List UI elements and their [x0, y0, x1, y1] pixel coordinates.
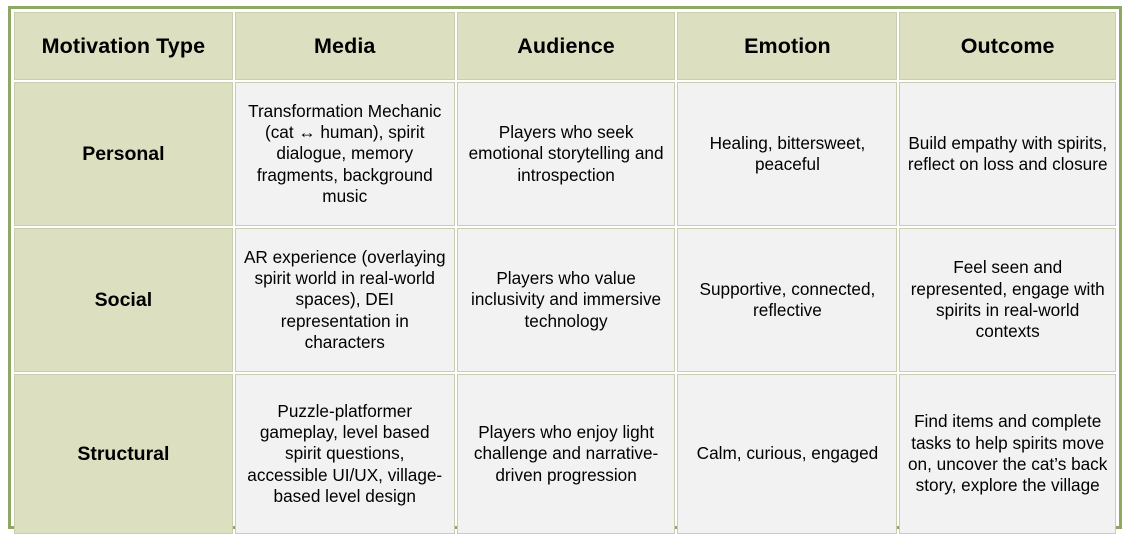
column-header-label: Audience: [517, 33, 615, 58]
table-row: Personal Transformation Mechanic (cat ↔ …: [14, 82, 1116, 226]
cell-outcome: Find items and complete tasks to help sp…: [899, 374, 1116, 534]
cell-outcome: Feel seen and represented, engage with s…: [899, 228, 1116, 372]
cell-value: Players who seek emotional storytelling …: [468, 122, 664, 185]
cell-value: Calm, curious, engaged: [696, 443, 879, 464]
cell-motivation-type: Structural: [14, 374, 233, 534]
category-label: Social: [94, 288, 153, 311]
table-header: Motivation Type Media Audience Emotion O…: [14, 12, 1116, 80]
table-row: Social AR experience (overlaying spirit …: [14, 228, 1116, 372]
column-header-label: Emotion: [744, 33, 831, 58]
cell-emotion: Supportive, connected, reflective: [677, 228, 898, 372]
column-header-audience: Audience: [456, 12, 676, 80]
cell-value: Players who value inclusivity and immers…: [471, 268, 662, 331]
table-row: Structural Puzzle-platformer gameplay, l…: [14, 374, 1116, 534]
column-header-outcome: Outcome: [899, 12, 1116, 80]
cell-value: Transformation Mechanic (cat ↔ human), s…: [248, 100, 442, 206]
cell-value: Healing, bittersweet, peaceful: [709, 132, 866, 174]
column-header-label: Motivation Type: [41, 33, 206, 58]
cell-audience: Players who seek emotional storytelling …: [456, 82, 676, 226]
motivation-type-table-container: Motivation Type Media Audience Emotion O…: [8, 6, 1122, 534]
cell-emotion: Healing, bittersweet, peaceful: [677, 82, 898, 226]
cell-motivation-type: Social: [14, 228, 233, 372]
cell-value: Players who enjoy light challenge and na…: [473, 422, 659, 485]
table-body: Personal Transformation Mechanic (cat ↔ …: [14, 82, 1116, 534]
cell-audience: Players who value inclusivity and immers…: [456, 228, 676, 372]
cell-value: AR experience (overlaying spirit world i…: [243, 246, 446, 352]
table-header-row: Motivation Type Media Audience Emotion O…: [14, 12, 1116, 80]
column-header-media: Media: [234, 12, 455, 80]
cell-media: AR experience (overlaying spirit world i…: [234, 228, 455, 372]
column-header-emotion: Emotion: [677, 12, 898, 80]
category-label: Structural: [77, 442, 170, 465]
cell-value: Build empathy with spirits, reflect on l…: [907, 132, 1108, 174]
column-header-label: Media: [314, 33, 376, 58]
cell-value: Supportive, connected, reflective: [699, 278, 876, 320]
cell-outcome: Build empathy with spirits, reflect on l…: [899, 82, 1116, 226]
motivation-type-table: Motivation Type Media Audience Emotion O…: [12, 10, 1118, 536]
cell-media: Transformation Mechanic (cat ↔ human), s…: [234, 82, 455, 226]
column-header-label: Outcome: [960, 33, 1055, 58]
column-header-motivation-type: Motivation Type: [14, 12, 233, 80]
cell-value: Feel seen and represented, engage with s…: [910, 257, 1105, 342]
cell-value: Puzzle-platformer gameplay, level based …: [247, 400, 443, 506]
cell-emotion: Calm, curious, engaged: [677, 374, 898, 534]
cell-value: Find items and complete tasks to help sp…: [908, 411, 1108, 496]
cell-audience: Players who enjoy light challenge and na…: [456, 374, 676, 534]
category-label: Personal: [82, 142, 165, 165]
cell-media: Puzzle-platformer gameplay, level based …: [234, 374, 455, 534]
cell-motivation-type: Personal: [14, 82, 233, 226]
